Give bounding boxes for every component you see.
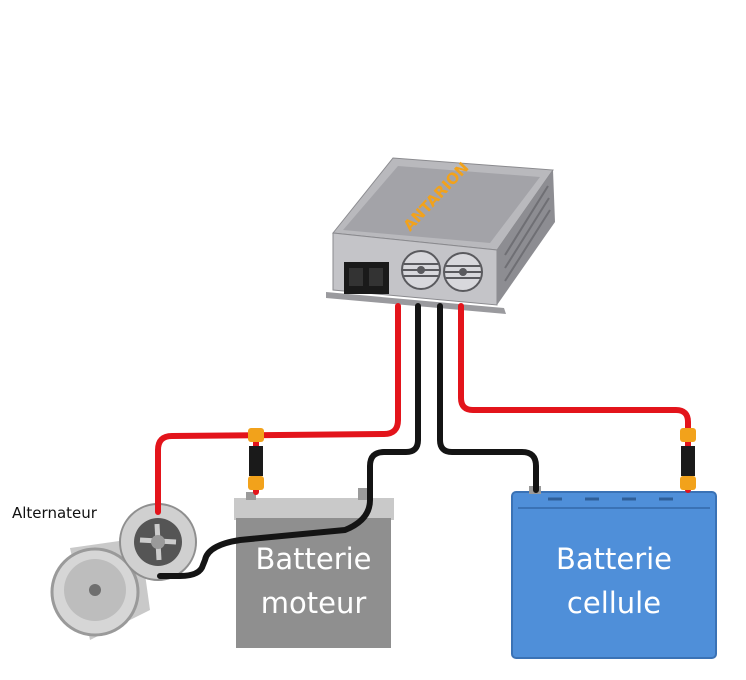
leisure-battery-label: Batterie cellule [512, 537, 716, 625]
starter-battery-label-line2: moteur [260, 586, 367, 620]
fan-icon [443, 252, 483, 292]
fuse-icon [680, 428, 696, 490]
starter-battery-label-line1: Batterie [255, 542, 372, 576]
positive-cable-leisure [458, 303, 691, 493]
positive-cables [155, 303, 691, 515]
dc-dc-charger: ANTARION [326, 157, 555, 314]
positive-cable-alternator [155, 303, 401, 515]
negative-cable-starter [157, 303, 421, 579]
leisure-battery-label-line2: cellule [566, 586, 662, 620]
leisure-battery [511, 486, 717, 659]
negative-cables [157, 303, 539, 579]
fan-icon [401, 250, 441, 290]
alternator [50, 503, 197, 640]
fuse-icon [248, 428, 264, 490]
negative-cable-leisure [437, 303, 539, 493]
starter-battery-label: Batterie moteur [236, 537, 391, 625]
alternator-label: Alternateur [12, 504, 97, 522]
leisure-battery-label-line1: Batterie [555, 542, 673, 576]
